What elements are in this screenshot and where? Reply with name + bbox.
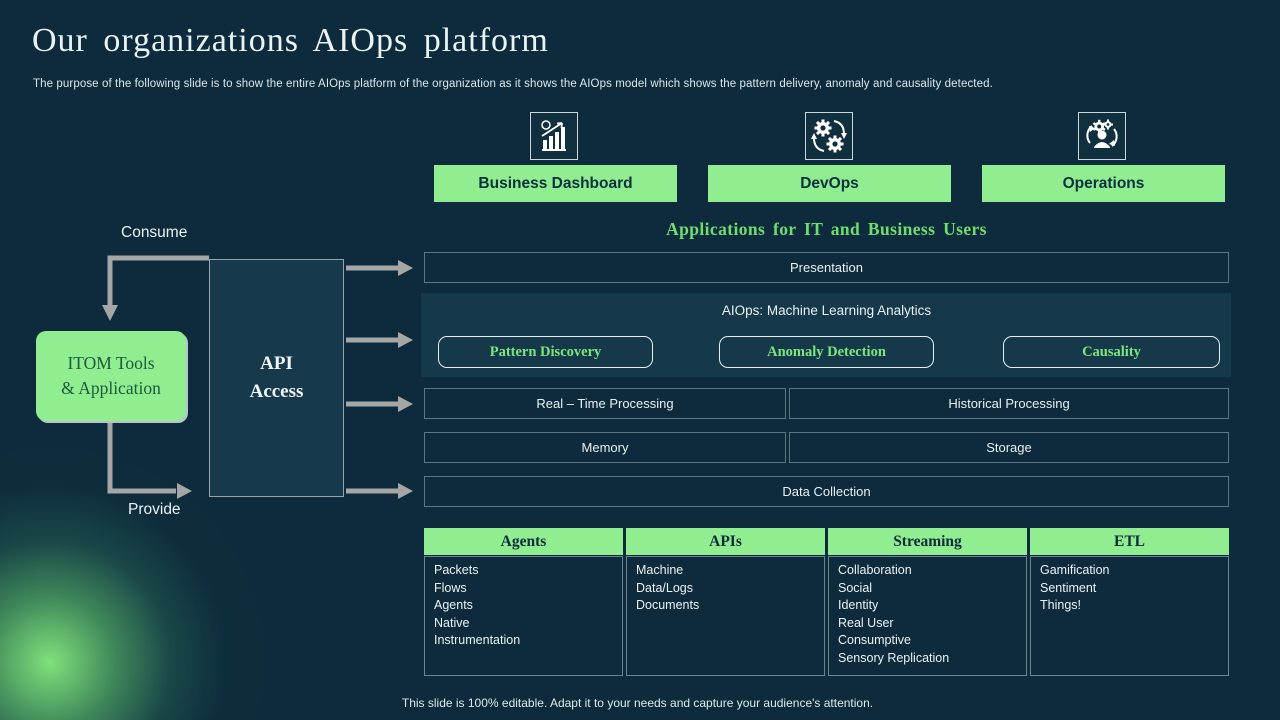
streaming-column: Collaboration Social Identity Real User … (828, 556, 1027, 676)
header-agents: Agents (424, 528, 623, 555)
devops-label: DevOps (800, 174, 859, 192)
anomaly-detection-label: Anomaly Detection (767, 343, 886, 360)
header-streaming: Streaming (828, 528, 1027, 555)
realtime-processing-label: Real – Time Processing (536, 396, 674, 411)
header-apis: APIs (626, 528, 825, 555)
list-item: Sentiment (1040, 580, 1097, 595)
list-item: Flows (434, 580, 467, 595)
list-item: Data/Logs (636, 580, 693, 595)
memory-label: Memory (581, 440, 629, 455)
operations-label: Operations (1062, 174, 1145, 192)
header-etl: ETL (1030, 528, 1229, 555)
list-item: Real User (838, 615, 894, 630)
footer-note: This slide is 100% editable. Adapt it to… (401, 696, 874, 710)
anomaly-detection-button[interactable]: Anomaly Detection (719, 336, 934, 368)
consume-label: Consume (121, 224, 188, 241)
apis-column: Machine Data/Logs Documents (626, 556, 825, 676)
person-gear-cycle-icon (1078, 112, 1126, 160)
itom-line1: ITOM Tools (67, 352, 155, 373)
list-item: Things! (1040, 598, 1081, 613)
historical-processing-layer: Historical Processing (789, 388, 1229, 419)
presentation-label: Presentation (790, 260, 863, 275)
devops-button[interactable]: DevOps (708, 165, 951, 202)
data-collection-label: Data Collection (782, 484, 871, 499)
operations-button[interactable]: Operations (982, 165, 1225, 202)
applications-heading: Applications for IT and Business Users (666, 219, 987, 239)
storage-layer: Storage (789, 432, 1229, 463)
aiops-panel-title: AIOps: Machine Learning Analytics (721, 303, 932, 318)
storage-label: Storage (986, 440, 1032, 455)
causality-label: Causality (1082, 343, 1141, 360)
slide-subtitle: The purpose of the following slide is to… (33, 78, 993, 90)
list-item: Packets (434, 563, 479, 577)
provide-label: Provide (128, 501, 181, 518)
data-collection-layer: Data Collection (424, 476, 1229, 507)
realtime-processing-layer: Real – Time Processing (424, 388, 786, 419)
list-item: Sensory Replication (838, 650, 950, 665)
business-dashboard-label: Business Dashboard (478, 174, 633, 192)
itom-line2: & Application (61, 378, 161, 398)
sources-table-header: Agents APIs Streaming ETL (424, 528, 1229, 555)
presentation-layer: Presentation (424, 252, 1229, 283)
list-item: Agents (434, 598, 473, 613)
itom-tools-box[interactable]: ITOM Tools & Application (36, 331, 186, 421)
gears-cycle-icon (805, 112, 853, 160)
list-item: Documents (636, 598, 700, 613)
memory-layer: Memory (424, 432, 786, 463)
list-item: Consumptive (838, 633, 911, 648)
list-item: Native (434, 615, 470, 630)
bar-chart-icon (530, 112, 578, 160)
api-line1: API (260, 353, 293, 375)
aiops-panel (421, 293, 1231, 377)
list-item: Gamification (1040, 563, 1110, 577)
list-item: Machine (636, 563, 684, 577)
agents-column: Packets Flows Agents Native Instrumentat… (424, 556, 623, 676)
pattern-discovery-button[interactable]: Pattern Discovery (438, 336, 653, 368)
pattern-discovery-label: Pattern Discovery (489, 343, 602, 360)
list-item: Instrumentation (434, 633, 521, 648)
list-item: Collaboration (838, 563, 912, 577)
api-line2: Access (249, 381, 304, 402)
list-item: Social (838, 580, 873, 595)
sources-table-body: Packets Flows Agents Native Instrumentat… (424, 556, 1229, 676)
causality-button[interactable]: Causality (1003, 336, 1220, 368)
historical-processing-label: Historical Processing (948, 396, 1070, 411)
business-dashboard-button[interactable]: Business Dashboard (434, 165, 677, 202)
page-title: Our organizations AIOps platform (32, 22, 549, 59)
etl-column: Gamification Sentiment Things! (1030, 556, 1229, 676)
api-access-box[interactable]: API Access (209, 259, 344, 497)
list-item: Identity (838, 598, 879, 613)
